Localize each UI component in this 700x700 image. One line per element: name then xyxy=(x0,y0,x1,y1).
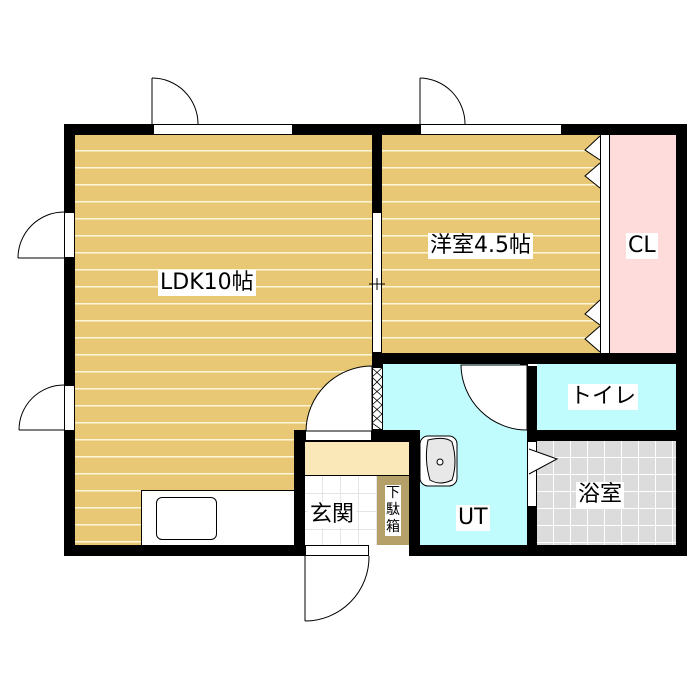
door-swing-ldk-left-upper xyxy=(17,211,65,259)
closet-divider-strip xyxy=(600,135,610,353)
wall-entrance-utility xyxy=(372,430,418,441)
western-room-floor xyxy=(382,135,600,353)
wall-toilet-bath xyxy=(527,430,687,441)
wall-western-utility xyxy=(372,353,687,364)
shoe-cabinet-char-3: 箱 xyxy=(386,519,400,535)
bath-door-opening[interactable] xyxy=(527,441,537,507)
wall-ldk-western-upper xyxy=(372,124,382,212)
ldk-floor xyxy=(75,135,372,545)
wall-entrance-left xyxy=(294,430,305,556)
window-ldk-left-lower xyxy=(64,385,75,431)
door-swing-front xyxy=(304,555,370,622)
closet-folding-door-zigzag xyxy=(584,135,601,353)
utility-folding-door-zigzag xyxy=(371,367,383,431)
kitchen-sink xyxy=(156,497,217,540)
window-ldk-top xyxy=(153,124,293,135)
door-swing-ldk-left-lower xyxy=(18,384,65,431)
entrance-step xyxy=(305,441,409,476)
door-swing-toilet xyxy=(460,364,528,431)
wall-utility-bath-lower xyxy=(527,507,537,547)
front-door-opening[interactable] xyxy=(305,545,369,556)
shoe-cabinet-char-2: 駄 xyxy=(386,502,400,518)
door-swing-ldk-top xyxy=(151,77,199,125)
shoe-cabinet-label: 下 駄 箱 xyxy=(385,485,401,536)
bath-folding-door xyxy=(528,448,559,475)
shoe-cabinet-char-1: 下 xyxy=(386,485,400,501)
wall-entrance-utility-vertical xyxy=(409,430,420,556)
washbasin xyxy=(419,435,458,487)
door-swing-western-top xyxy=(419,77,466,125)
wall-bottom-left xyxy=(64,545,305,556)
room-label-bathroom: 浴室 xyxy=(576,482,625,508)
wall-left xyxy=(64,124,75,555)
room-label-ldk: LDK10帖 xyxy=(158,270,256,296)
room-label-closet: CL xyxy=(626,233,658,259)
room-label-entrance: 玄関 xyxy=(308,502,357,528)
wall-utility-toilet xyxy=(527,364,537,430)
room-label-toilet: トイレ xyxy=(568,384,639,410)
room-label-western: 洋室4.5帖 xyxy=(428,233,533,259)
room-label-utility: UT xyxy=(456,505,490,531)
door-swing-ldk-entrance xyxy=(305,365,373,432)
window-ldk-left-upper xyxy=(64,212,75,258)
window-western-top xyxy=(420,124,562,135)
wall-bottom-right xyxy=(409,545,687,556)
door-utility-toilet[interactable] xyxy=(527,364,537,366)
wall-right xyxy=(676,124,687,555)
sliding-door-mark xyxy=(369,278,385,290)
